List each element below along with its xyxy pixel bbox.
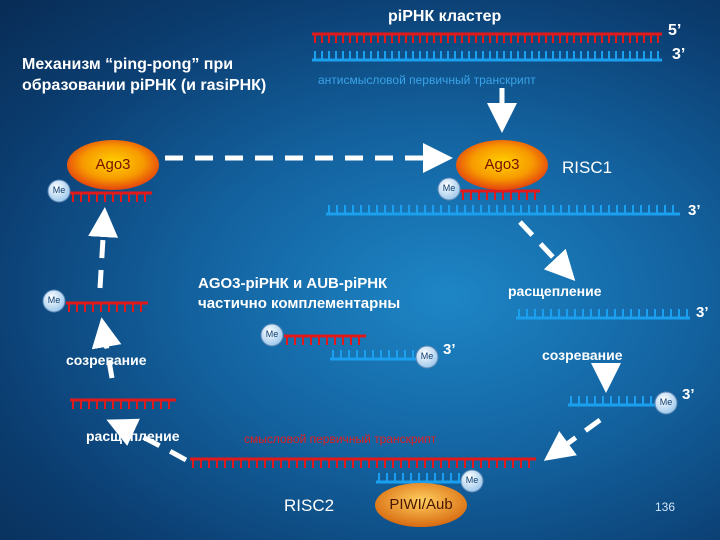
me-label-center-red: Me [265,329,279,339]
cluster-label: piРНК кластер [388,8,502,25]
piwi-aub-shape [375,483,467,527]
ago3-right-shape [456,140,548,190]
arrow-maturation-left [91,317,122,379]
rna-strands [66,189,690,484]
maturation-right-label: созревание [542,347,623,363]
piwi-bound-pirna [376,473,462,484]
complementarity-line-1: AGO3-piРНК и AUB-piРНК [198,275,388,292]
me-circle-left-mid [42,289,66,313]
me-circle-piwi [460,469,484,493]
right-cleaved-strand [516,309,690,320]
center-red-pirna [284,334,366,345]
sense-transcript-strand [190,457,536,468]
me-circle-center-red [260,323,284,347]
pathway-arrows [88,88,621,463]
left-cleaved-fragment [70,398,176,409]
me-label-ago3-left: Me [52,185,66,195]
me-circle-ago3-right [437,177,461,201]
three-prime-cleaved: 3’ [696,304,709,321]
me-label-ago3-right: Me [442,183,456,193]
three-prime-center: 3’ [443,341,456,358]
me-label-center-blue: Me [420,351,434,361]
cleavage-left-label: расщепление [86,428,180,444]
risc1-label: RISC1 [562,158,613,177]
risc2-label: RISC2 [284,496,335,515]
ago3-right-pirna [460,189,540,200]
cluster-red-strand [312,32,662,43]
arrow-risc1-cleavage [518,220,576,281]
piwi-aub-label: PIWI/Aub [389,496,453,513]
three-prime-mature: 3’ [682,386,695,403]
ago3-left-pirna [70,191,152,202]
me-label-left-mid: Me [47,295,61,305]
me-label-piwi: Me [465,475,479,485]
cluster-sense-strand [312,32,662,43]
methyl-circles [42,177,678,493]
arrow-to-risc2 [543,417,602,461]
antisense-transcript-label: антисмысловой первичный транскрипт [318,73,536,87]
sense-transcript-label: смысловой первичный транскрипт [244,432,437,446]
risc1-target-strand [326,205,680,216]
cluster-five-prime: 5’ [668,22,682,39]
me-circle-right-mature [654,391,678,415]
cluster-three-prime: 3’ [672,46,686,63]
three-prime-risc1: 3’ [688,202,701,219]
arrow-left-up [88,207,119,289]
left-mid-pirna [66,301,148,312]
me-label-right-mature: Me [659,397,673,407]
me-circle-ago3-left [47,179,71,203]
maturation-left-label: созревание [66,352,147,368]
arrow-risc2-cleavage [106,418,188,463]
ago3-left-label: Ago3 [95,156,131,173]
me-circle-center-blue [415,345,439,369]
complementarity-line-2: частично комплементарны [198,295,401,312]
title-line-2: образовании piРНК (и rasiРНК) [22,77,267,94]
right-mature-strand [568,396,660,407]
page-number: 136 [655,500,676,514]
ago3-left-shape [67,140,159,190]
cluster-blue-strand [312,51,662,62]
center-blue-pirna [330,350,416,361]
cluster-antisense-strand [312,51,662,62]
cleavage-right-label: расщепление [508,283,602,299]
title-line-1: Механизм “ping-pong” при [22,56,234,73]
ago3-right-label: Ago3 [484,156,520,173]
